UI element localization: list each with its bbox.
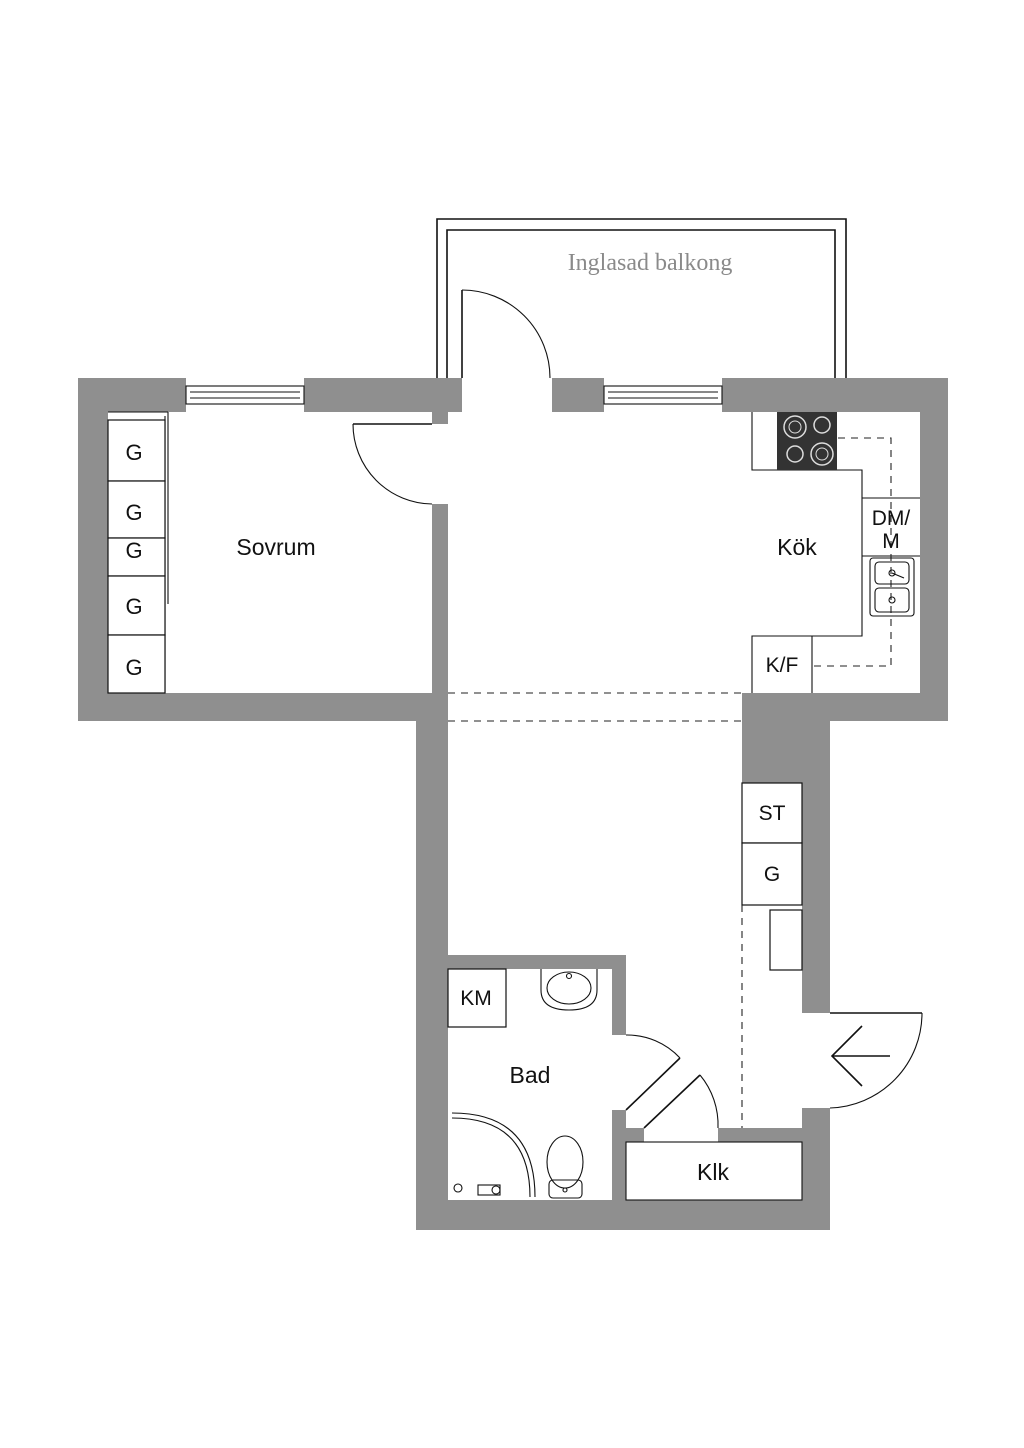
- washing-machine: [447, 968, 507, 1028]
- closet-door: [643, 1074, 719, 1129]
- bathroom-door: [625, 1034, 681, 1111]
- dishwasher-label-line1: DM/: [872, 507, 911, 530]
- washbasin-icon: [540, 969, 598, 1011]
- sink-icon: [869, 557, 915, 617]
- dishwasher-label-line2: M: [882, 530, 900, 553]
- walls: [78, 378, 948, 1230]
- wardrobe-label-3: G: [125, 538, 142, 563]
- closet-room: [625, 1141, 803, 1201]
- balcony-label: Inglasad balkong: [568, 250, 733, 276]
- bedroom-label: Sovrum: [236, 534, 315, 560]
- kitchen-counter: [751, 412, 920, 693]
- bathroom-label: Bad: [510, 1062, 551, 1088]
- hall-storage: [741, 782, 803, 1128]
- stove-icon: [777, 412, 837, 470]
- toilet-icon: [546, 1135, 584, 1199]
- wardrobe-label-5: G: [125, 655, 142, 680]
- wardrobe-label-4: G: [125, 594, 142, 619]
- washing-machine-label: KM: [460, 987, 492, 1010]
- balcony-door: [461, 289, 551, 379]
- balcony: [436, 218, 847, 378]
- fridge-freezer-label: K/F: [766, 654, 799, 677]
- storage-label: ST: [759, 802, 786, 825]
- closet-label: Klk: [697, 1159, 729, 1185]
- window-bedroom: [185, 385, 305, 405]
- wardrobe-label-1: G: [125, 440, 142, 465]
- wardrobe-block: [107, 411, 169, 694]
- bedroom-door: [352, 423, 433, 505]
- window-kitchen: [603, 385, 723, 405]
- kitchen-label: Kök: [777, 534, 817, 560]
- entrance-arrow-icon: [830, 1025, 890, 1087]
- hall-wardrobe-label: G: [764, 863, 780, 886]
- wardrobe-label-2: G: [125, 500, 142, 525]
- entrance-door: [829, 1012, 923, 1109]
- shower-icon: [451, 1112, 536, 1198]
